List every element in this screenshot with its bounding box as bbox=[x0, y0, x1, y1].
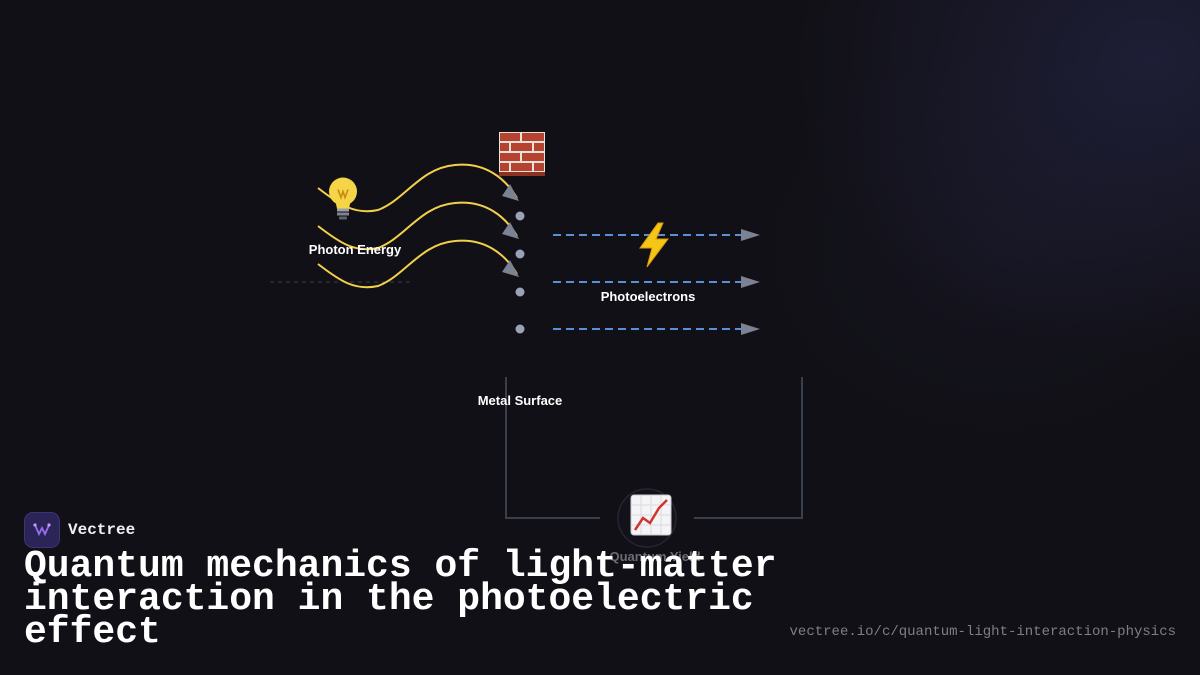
page-title: Quantum mechanics of light-matter intera… bbox=[24, 545, 777, 654]
brick-wall-icon bbox=[499, 132, 545, 176]
electron-arrowhead-2 bbox=[741, 276, 760, 288]
vectree-logo-icon bbox=[24, 512, 60, 548]
yield-connector-left bbox=[505, 377, 600, 519]
surface-atom bbox=[515, 249, 525, 259]
light-bulb-icon bbox=[326, 176, 360, 229]
photon-arrowhead-3 bbox=[502, 260, 519, 277]
surface-atom bbox=[515, 287, 525, 297]
yield-connector-right bbox=[694, 377, 803, 519]
lightning-icon bbox=[636, 222, 672, 276]
photon-wave-3 bbox=[317, 239, 518, 289]
electron-arrowhead-3 bbox=[741, 323, 760, 335]
quantum-yield-label: Quantum Yield bbox=[609, 549, 701, 564]
photon-energy-label: Photon Energy bbox=[308, 242, 402, 257]
electron-arrowhead-1 bbox=[741, 229, 760, 241]
surface-atom bbox=[515, 211, 525, 221]
brand-name: Vectree bbox=[68, 521, 136, 539]
surface-atom bbox=[515, 324, 525, 334]
photoelectrons-label: Photoelectrons bbox=[600, 289, 696, 304]
photon-wave-2 bbox=[317, 201, 518, 251]
brand: Vectree bbox=[24, 512, 135, 548]
photon-arrowhead-1 bbox=[502, 184, 519, 201]
chart-increasing-icon bbox=[630, 494, 672, 536]
photon-arrowhead-2 bbox=[502, 222, 519, 239]
metal-surface-label: Metal Surface bbox=[477, 393, 563, 408]
source-url: vectree.io/c/quantum-light-interaction-p… bbox=[789, 624, 1176, 640]
